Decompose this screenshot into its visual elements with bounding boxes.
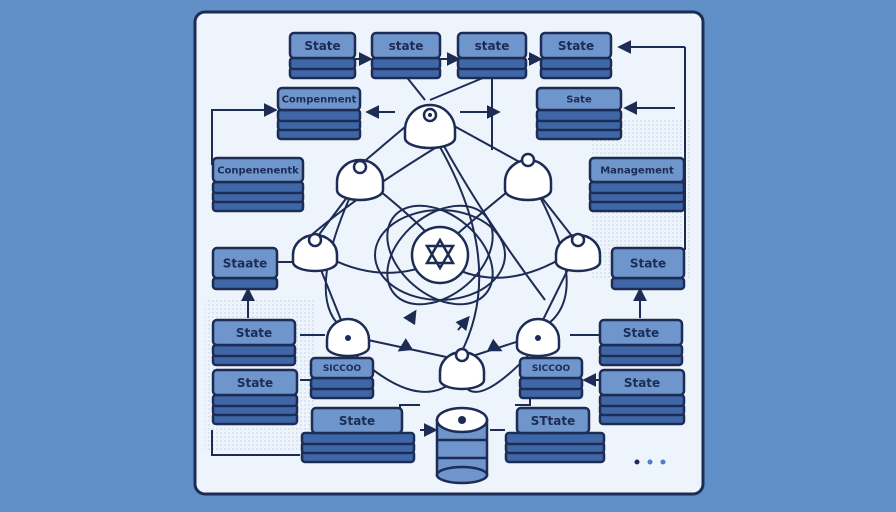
state-box-management[interactable]: Management: [588, 156, 686, 213]
edge: [211, 103, 278, 165]
box-label: State: [630, 256, 666, 270]
state-box-state-left-mid[interactable]: Staate: [211, 246, 279, 291]
pager-dots: [634, 459, 666, 465]
box-label: State: [558, 39, 594, 53]
box-label: STtate: [531, 414, 576, 428]
state-box-component-left[interactable]: Conpenenentk: [211, 156, 305, 213]
box-layer: [288, 56, 357, 71]
box-layer: [610, 276, 686, 291]
box-layer: [300, 431, 416, 446]
box-face: [588, 156, 686, 184]
box-layer: [456, 56, 528, 71]
edge: [527, 174, 568, 331]
state-box-top-state-1[interactable]: State: [288, 31, 357, 80]
box-layer: [539, 56, 613, 71]
box-layer: [276, 108, 362, 123]
node-top: [403, 103, 457, 150]
box-label: Staate: [223, 256, 267, 270]
box-label: Compenment: [282, 95, 357, 106]
box-label: State: [236, 326, 272, 340]
box-layer: [211, 343, 297, 358]
edge: [486, 338, 503, 352]
box-face: [309, 356, 375, 380]
state-box-top-state-4[interactable]: State: [539, 31, 613, 80]
box-layer: [598, 393, 686, 408]
star-of-david-icon: [424, 237, 456, 271]
node-bottom: [438, 347, 486, 391]
box-layer: [211, 276, 279, 291]
box-label: state: [389, 39, 424, 53]
box-layer: [504, 431, 606, 446]
state-box-scroll-right[interactable]: SICCOO: [518, 356, 584, 400]
pager-dot[interactable]: [647, 459, 653, 465]
box-label: State: [339, 414, 375, 428]
node-left: [291, 232, 339, 273]
edge: [455, 315, 470, 332]
state-box-state-bottom-left[interactable]: State: [300, 406, 416, 464]
state-box-sate-right[interactable]: Sate: [535, 86, 623, 141]
box-face: [456, 31, 528, 60]
box-label: State: [623, 326, 659, 340]
node-right: [554, 232, 602, 273]
box-face: [535, 86, 623, 112]
database-cylinder-icon: [435, 406, 489, 485]
state-box-state-right-low2[interactable]: State: [598, 368, 686, 426]
node-lower-left: [325, 317, 371, 358]
box-label: state: [475, 39, 510, 53]
node-upper-right: [503, 152, 553, 202]
pager-dot[interactable]: [634, 459, 640, 465]
box-face: [598, 318, 684, 347]
box-face: [518, 356, 584, 380]
central-hub: [410, 225, 470, 285]
node-upper-left: [335, 158, 385, 202]
box-face: [610, 246, 686, 280]
state-box-state-bottom-right[interactable]: STtate: [504, 406, 606, 464]
box-label: SICCOO: [532, 364, 571, 374]
box-face: [211, 246, 279, 280]
edge: [429, 129, 481, 356]
state-box-state-left-low1[interactable]: State: [211, 318, 297, 367]
state-box-top-state-3[interactable]: state: [456, 31, 528, 80]
box-label: Sate: [566, 95, 592, 106]
box-layer: [535, 108, 623, 123]
state-box-state-right-low1[interactable]: State: [598, 318, 684, 367]
box-label: State: [304, 39, 340, 53]
box-layer: [598, 343, 684, 358]
box-layer: [588, 180, 686, 195]
box-layer: [211, 393, 299, 408]
box-face: [211, 156, 305, 184]
state-box-top-state-2[interactable]: state: [370, 31, 442, 80]
node-lower-right: [515, 317, 561, 358]
box-layer: [309, 376, 375, 391]
box-label: Conpenenentk: [217, 166, 299, 177]
box-layer: [370, 56, 442, 71]
box-face: [276, 86, 362, 112]
box-layer: [518, 376, 584, 391]
state-box-state-right-mid[interactable]: State: [610, 246, 686, 291]
box-face: [310, 406, 404, 435]
box-label: State: [624, 376, 660, 390]
box-face: [598, 368, 686, 397]
edge: [397, 338, 414, 352]
box-face: [515, 406, 591, 435]
state-box-state-left-low2[interactable]: State: [211, 368, 299, 426]
state-box-scroll-left[interactable]: SICCOO: [309, 356, 375, 400]
box-label: SICCOO: [323, 364, 362, 374]
box-face: [370, 31, 442, 60]
box-label: Management: [600, 166, 674, 177]
edge: [211, 430, 300, 456]
orbit: [386, 204, 494, 306]
box-face: [211, 318, 297, 347]
pager-dot[interactable]: [660, 459, 666, 465]
edge: [403, 309, 417, 326]
box-layer: [211, 180, 305, 195]
box-face: [288, 31, 357, 60]
box-face: [539, 31, 613, 60]
box-label: State: [237, 376, 273, 390]
state-box-component-top[interactable]: Compenment: [276, 86, 362, 141]
box-face: [211, 368, 299, 397]
